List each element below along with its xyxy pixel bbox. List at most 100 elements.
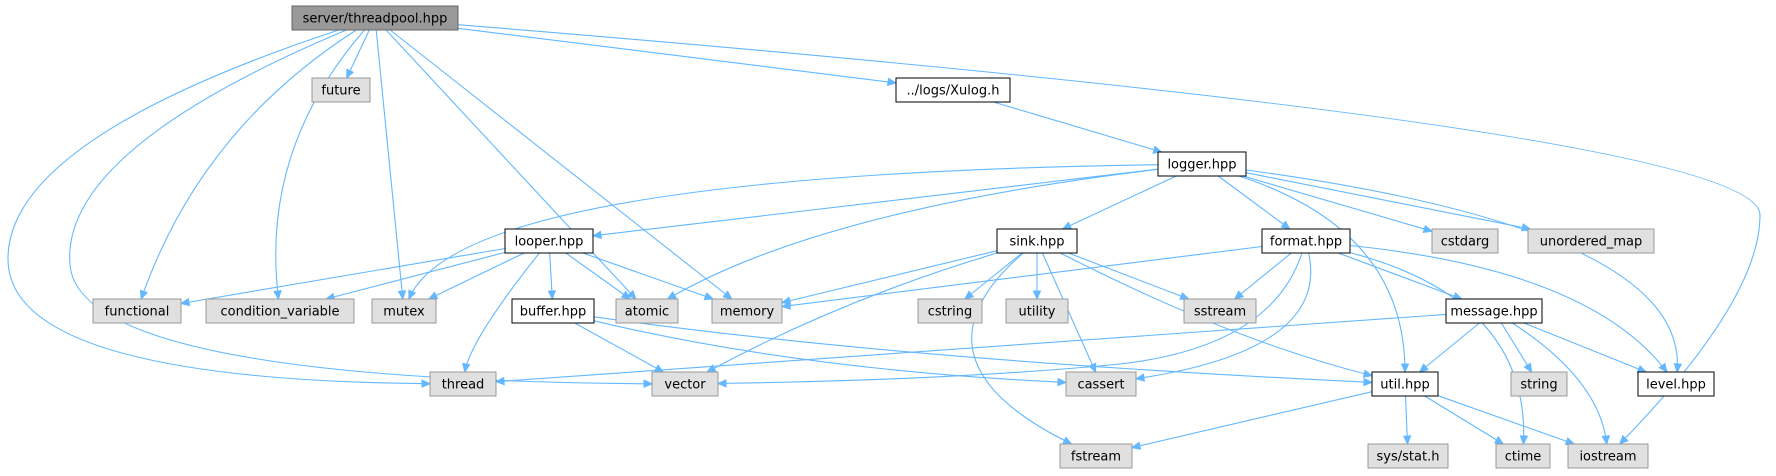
node-util[interactable]: util.hpp [1371,371,1439,397]
edge-logger-to-atomic [666,168,1159,300]
edge-threadpool-to-vector [69,29,654,388]
node-mutex: mutex [371,298,437,324]
node-xulog[interactable]: ../logs/Xulog.h [895,77,1011,103]
node-box [1527,228,1655,254]
edge-line [667,168,1159,300]
node-looper[interactable]: looper.hpp [504,228,594,254]
node-label: utility [1019,305,1056,320]
edge-message-to-iostream [1512,322,1611,446]
edge-line [1217,175,1291,230]
edge-arrowhead [1061,221,1073,230]
edge-line [1523,322,1647,373]
node-label: ctime [1505,450,1542,465]
edge-arrowhead [397,290,407,301]
node-label: util.hpp [1380,378,1429,393]
edge-arrowhead [139,289,148,301]
edge-line [1060,252,1373,377]
edge-line [385,29,637,300]
node-buffer[interactable]: buffer.hpp [511,298,595,324]
node-box [1637,371,1715,397]
node-logger[interactable]: logger.hpp [1157,151,1247,177]
node-box [1510,371,1568,397]
edge-line [1135,252,1312,380]
edge-line [582,252,714,300]
node-label: mutex [383,305,425,320]
node-cstring: cstring [917,298,983,324]
node-sink[interactable]: sink.hpp [996,228,1078,254]
node-atomic: atomic [615,298,679,324]
node-thread: thread [429,371,497,397]
node-label: string [1520,378,1557,393]
edge-line [971,252,1072,445]
edge-arrowhead [1636,364,1648,373]
edge-arrowhead [716,379,727,388]
node-functional: functional [92,298,182,324]
edge-arrowhead [1179,292,1190,300]
edge-line [7,29,431,385]
node-box [1431,228,1499,254]
edge-line [993,101,1162,153]
node-cassert: cassert [1065,371,1137,397]
node-label: functional [105,305,170,320]
node-box [1065,371,1137,397]
edge-util-to-ctime [1424,395,1505,445]
edge-sink-to-cstring [963,252,1023,300]
edge-arrowhead [1618,434,1629,445]
edge-arrowhead [1057,377,1068,387]
edge-line [1419,322,1480,373]
edge-sink-to-utility [1032,253,1042,301]
edge-logger-to-util [1238,175,1410,374]
node-box [205,298,355,324]
edge-arrowhead [666,290,678,300]
edge-threadpool-to-mutex [375,29,407,301]
node-box [711,298,783,324]
node-box [1059,443,1133,469]
edge-arrowhead [1422,224,1434,233]
node-vector: vector [651,371,719,397]
edge-logger-to-looper [591,168,1159,240]
node-box [615,298,679,324]
node-condition_variable: condition_variable [205,298,355,324]
node-box [1567,443,1649,469]
node-box [1371,371,1439,397]
node-label: atomic [625,305,669,320]
edge-arrowhead [273,290,282,301]
edge-line [140,29,357,300]
edge-arrowhead [887,77,898,87]
edge-line [1238,175,1406,373]
node-threadpool[interactable]: server/threadpool.hpp [291,5,459,31]
edge-looper-to-memory [582,252,715,301]
edge-line [1068,252,1189,300]
node-sstream: sstream [1183,298,1257,324]
edge-arrowhead [1280,220,1291,230]
edge-threadpool-to-condition_variable [273,29,365,301]
node-message[interactable]: message.hpp [1445,298,1543,324]
edge-line [1242,175,1433,232]
edge-line [1349,244,1668,373]
node-label: sink.hpp [1009,235,1064,250]
node-box [917,298,983,324]
node-box [311,77,371,103]
edge-line [1131,391,1373,449]
edge-arrowhead [1152,145,1163,154]
node-level[interactable]: level.hpp [1637,371,1715,397]
node-box [651,371,719,397]
node-string: string [1510,371,1568,397]
edge-arrowhead [1363,377,1374,387]
node-format[interactable]: format.hpp [1261,228,1351,254]
node-box [92,298,182,324]
node-label: level.hpp [1646,378,1706,393]
edge-logger-to-cstdarg [1242,175,1434,233]
edge-arrowhead [1673,363,1683,374]
edge-line [1500,322,1533,373]
node-label: memory [720,305,775,320]
node-box [1445,298,1543,324]
edge-looper-to-functional [179,247,506,307]
edge-line [375,29,404,300]
edge-util-to-iostream [1437,395,1576,446]
node-label: message.hpp [1450,305,1537,320]
edge-threadpool-to-memory [389,29,733,300]
edge-logger-to-level [1245,169,1683,374]
edge-line [1062,175,1177,230]
